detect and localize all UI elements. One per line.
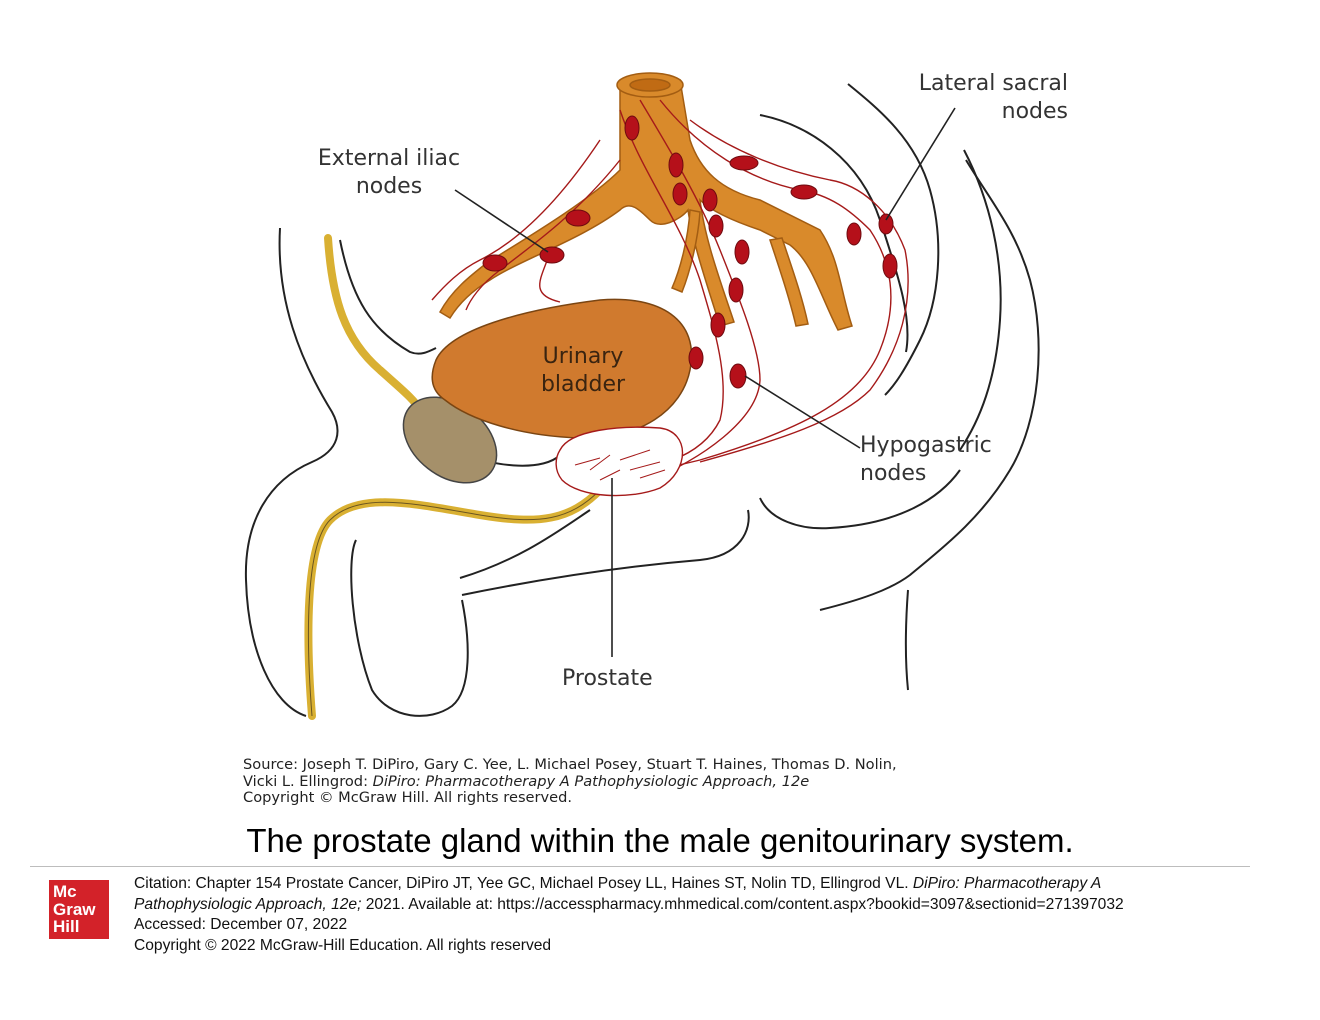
leader-lines (454, 107, 956, 657)
hypogastric-nodes-label: Hypogastric nodes (860, 433, 992, 486)
source-line-2: Vicki L. Ellingrod: DiPiro: Pharmacother… (243, 772, 810, 790)
lateral-sacral-nodes-label: Lateral sacral nodes (918, 71, 1068, 124)
figure-caption: The prostate gland within the male genit… (246, 822, 1074, 859)
citation-line-2: Pathophysiologic Approach, 12e; 2021. Av… (134, 895, 1124, 913)
lymph-nodes (482, 115, 898, 389)
urinary-bladder (431, 298, 693, 439)
vas-deferens (324, 234, 424, 414)
external-iliac-nodes-label: External iliac nodes (317, 146, 461, 199)
prostate-gland (555, 426, 684, 497)
citation-block: Citation: Chapter 154 Prostate Cancer, D… (134, 874, 1254, 956)
figure-source: Source: Joseph T. DiPiro, Gary C. Yee, L… (243, 756, 1103, 807)
genitourinary-diagram (244, 72, 1040, 720)
iliac-arteries (438, 72, 853, 331)
mcgraw-hill-logo: Mc Graw Hill (49, 880, 109, 939)
prostate-label: Prostate (562, 666, 653, 691)
source-line-3: Copyright © McGraw Hill. All rights rese… (243, 789, 573, 806)
citation-line-1: Citation: Chapter 154 Prostate Cancer, D… (134, 875, 1102, 892)
divider (30, 866, 1250, 867)
urinary-bladder-label: Urinary bladder (540, 344, 626, 397)
citation-accessed: Accessed: December 07, 2022 (134, 916, 348, 933)
citation-copyright: Copyright © 2022 McGraw-Hill Education. … (134, 936, 552, 954)
source-line-1: Source: Joseph T. DiPiro, Gary C. Yee, L… (243, 756, 897, 773)
